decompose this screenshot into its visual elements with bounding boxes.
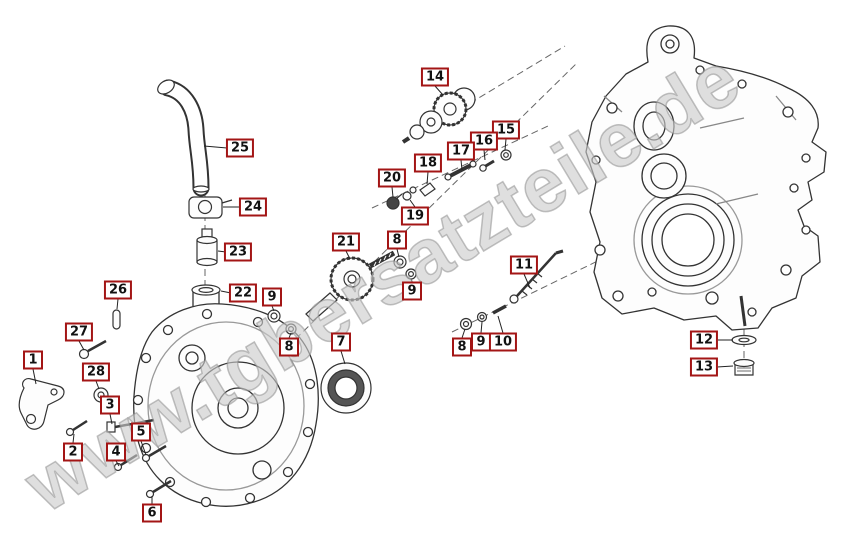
callout-18: 18 bbox=[413, 153, 443, 173]
callout-7: 7 bbox=[331, 332, 351, 352]
callout-5: 5 bbox=[131, 422, 151, 442]
starter-gear-assembly bbox=[401, 87, 476, 144]
valve-body bbox=[196, 228, 218, 267]
callout-2: 2 bbox=[63, 442, 83, 462]
gearbox-cover bbox=[132, 291, 319, 508]
callout-25: 25 bbox=[225, 138, 255, 158]
callout-20: 20 bbox=[377, 168, 407, 188]
callout-26: 26 bbox=[103, 280, 133, 300]
gasket-ring bbox=[191, 284, 221, 296]
callout-9a: 9 bbox=[262, 287, 282, 307]
callout-8b: 8 bbox=[279, 337, 299, 357]
callout-27: 27 bbox=[64, 322, 94, 342]
bracket-lever bbox=[18, 378, 65, 430]
callout-21: 21 bbox=[331, 232, 361, 252]
callout-11: 11 bbox=[509, 255, 539, 275]
callout-6: 6 bbox=[142, 503, 162, 523]
leader-lines bbox=[32, 85, 734, 504]
drain-plug-parts bbox=[731, 295, 757, 376]
callout-16: 16 bbox=[469, 131, 499, 151]
callout-22: 22 bbox=[228, 283, 258, 303]
callout-12: 12 bbox=[689, 330, 719, 350]
callout-9c: 9 bbox=[471, 332, 491, 352]
shift-linkage-parts bbox=[386, 149, 512, 210]
crankcase-right bbox=[585, 25, 827, 331]
callout-4: 4 bbox=[106, 442, 126, 462]
callout-28: 28 bbox=[81, 362, 111, 382]
callout-1: 1 bbox=[23, 350, 43, 370]
clutch-rod bbox=[509, 249, 564, 304]
callout-9b: 9 bbox=[402, 281, 422, 301]
callout-8c: 8 bbox=[452, 337, 472, 357]
kickstart-shaft bbox=[305, 250, 396, 322]
callout-17: 17 bbox=[446, 141, 476, 161]
callout-8a: 8 bbox=[387, 230, 407, 250]
callout-3: 3 bbox=[100, 395, 120, 415]
callout-14: 14 bbox=[420, 67, 450, 87]
callout-23: 23 bbox=[223, 242, 253, 262]
fastener-set bbox=[459, 304, 507, 331]
breather-hose bbox=[157, 79, 210, 197]
callout-24: 24 bbox=[238, 197, 268, 217]
callout-15: 15 bbox=[491, 120, 521, 140]
callout-10: 10 bbox=[488, 332, 518, 352]
callout-13: 13 bbox=[689, 357, 719, 377]
hose-joint bbox=[188, 196, 233, 219]
callout-19: 19 bbox=[400, 206, 430, 226]
axis-washers bbox=[267, 255, 417, 335]
oil-seal bbox=[320, 362, 372, 414]
